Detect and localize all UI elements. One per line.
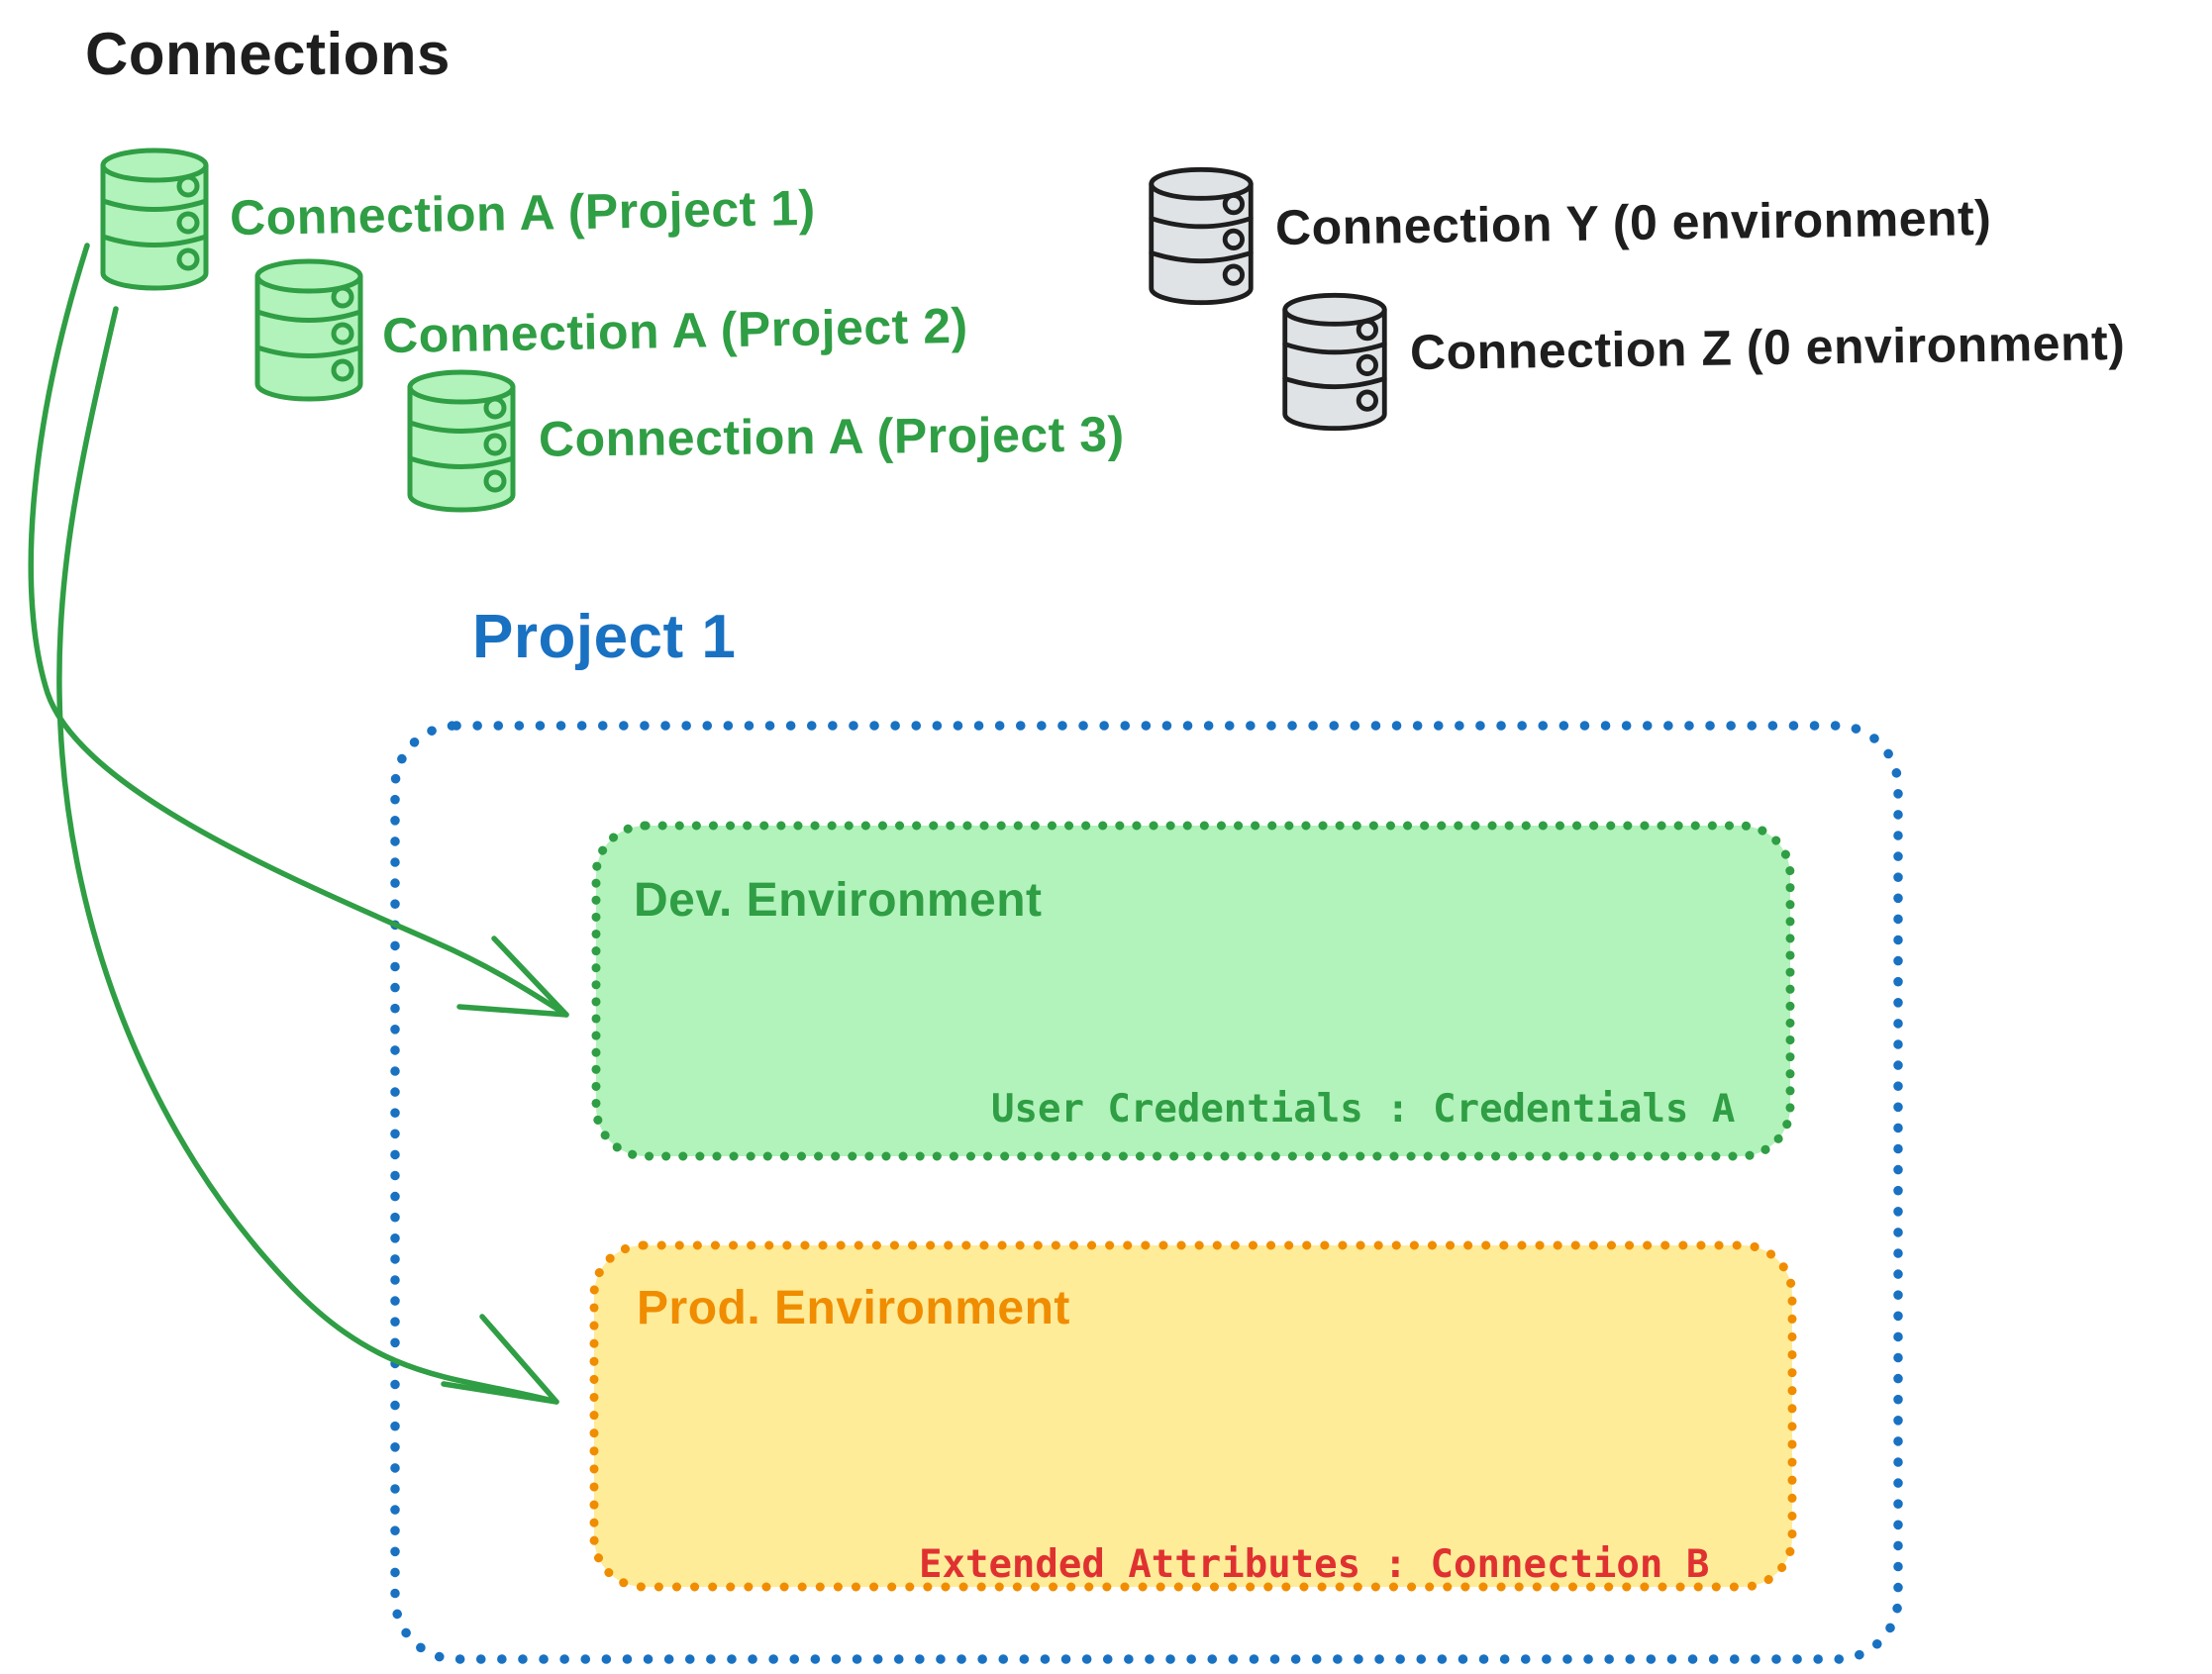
connection-a-project3-label: Connection A (Project 3): [538, 406, 1125, 467]
dev-environment-mapping: User Credentials : Credentials A: [991, 1087, 1736, 1132]
database-icon: [1282, 292, 1387, 432]
database-icon: [254, 258, 363, 402]
database-icon: [407, 369, 516, 513]
database-icon-connection-z: [1277, 289, 1392, 436]
dev-environment-box: Dev. Environment User Credentials : Cred…: [590, 820, 1798, 1164]
connection-a-project2-label: Connection A (Project 2): [381, 297, 969, 364]
database-icon: [100, 148, 209, 291]
connection-z-label: Connection Z (0 environment): [1409, 314, 2126, 381]
database-icon-connection-y: [1144, 163, 1258, 310]
prod-environment-mapping-1: Extended Attributes : Connection B: [919, 1542, 1710, 1587]
diagram-title: Connections: [85, 21, 451, 87]
database-icon-connection-a-2: [250, 255, 368, 406]
connection-y-label: Connection Y (0 environment): [1274, 189, 1992, 256]
dev-environment-title: Dev. Environment: [634, 874, 1043, 927]
project-title: Project 1: [472, 603, 737, 671]
prod-environment-title: Prod. Environment: [637, 1282, 1070, 1334]
database-icon-connection-a-3: [402, 366, 521, 517]
prod-environment-box: Prod. Environment Extended Attributes : …: [588, 1239, 1800, 1595]
prod-environment-mappings: Extended Attributes : Connection B Ext.A…: [919, 1443, 1733, 1674]
connection-a-project1-label: Connection A (Project 1): [229, 179, 817, 246]
database-icon-connection-a-1: [95, 145, 214, 295]
database-icon: [1149, 166, 1254, 306]
